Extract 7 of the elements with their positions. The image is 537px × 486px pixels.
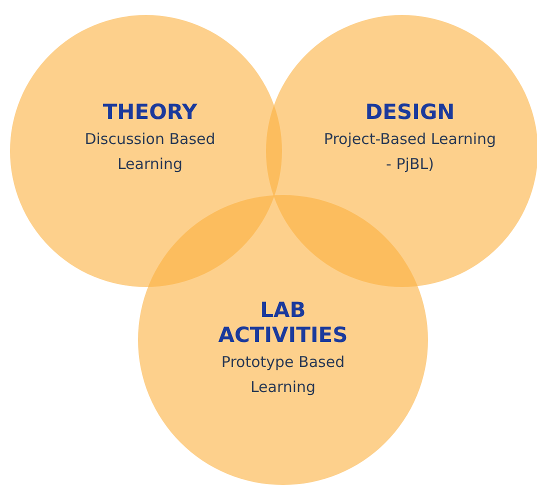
circle-heading: THEORY <box>102 100 198 125</box>
circle-heading: LAB ACTIVITIES <box>217 298 349 348</box>
circle-text: Prototype Based Learning <box>220 352 346 398</box>
circle-text: Discussion Based Learning <box>84 129 216 175</box>
circle-text: Project-Based Learning - PjBL) <box>322 129 498 175</box>
venn-circle <box>138 195 428 485</box>
circle-heading: DESIGN <box>364 100 456 125</box>
